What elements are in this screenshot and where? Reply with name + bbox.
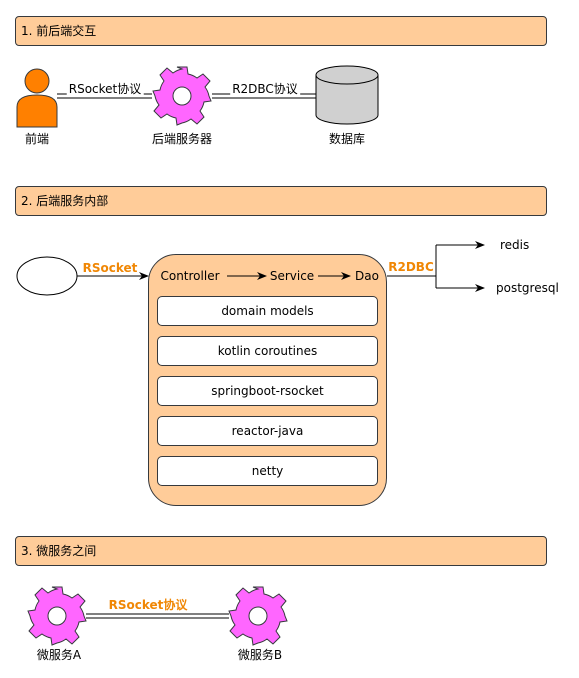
layer-domain-models: domain models (157, 296, 378, 326)
section-header-microservices: 3. 微服务之间 (15, 536, 547, 566)
frontend-person-icon (16, 68, 58, 128)
backend-server-label: 后端服务器 (151, 132, 213, 146)
r2dbc-label: R2DBC (388, 260, 434, 274)
postgresql-label: postgresql (496, 281, 559, 295)
microservice-protocol-label: RSocket协议 (108, 598, 188, 612)
section-header-internal: 2. 后端服务内部 (15, 186, 547, 216)
layer-kotlin-coroutines: kotlin coroutines (157, 336, 378, 366)
backend-server-gear-icon (152, 66, 212, 126)
layer-netty: netty (157, 456, 378, 486)
r2dbc-protocol-label: R2DBC协议 (230, 80, 300, 97)
redis-label: redis (500, 238, 530, 252)
database-label: 数据库 (328, 132, 366, 146)
service-label: Service (269, 269, 315, 283)
layer-reactor-java: reactor-java (157, 416, 378, 446)
microservice-b-gear-icon (228, 586, 288, 646)
microservice-connector (86, 613, 229, 619)
microservice-a-label: 微服务A (36, 648, 82, 662)
rsocket-client-label: RSocket (82, 261, 138, 275)
microservice-a-gear-icon (27, 586, 87, 646)
rsocket-protocol-label: RSocket协议 (66, 80, 144, 97)
controller-label: Controller (160, 269, 220, 283)
section-header-interaction: 1. 前后端交互 (15, 16, 547, 46)
layer-springboot-rsocket: springboot-rsocket (157, 376, 378, 406)
dao-label: Dao (355, 269, 379, 283)
microservice-b-label: 微服务B (237, 648, 283, 662)
frontend-label: 前端 (24, 132, 50, 146)
dao-branch-connector (387, 241, 485, 292)
client-node (16, 256, 78, 296)
database-icon (315, 65, 379, 125)
